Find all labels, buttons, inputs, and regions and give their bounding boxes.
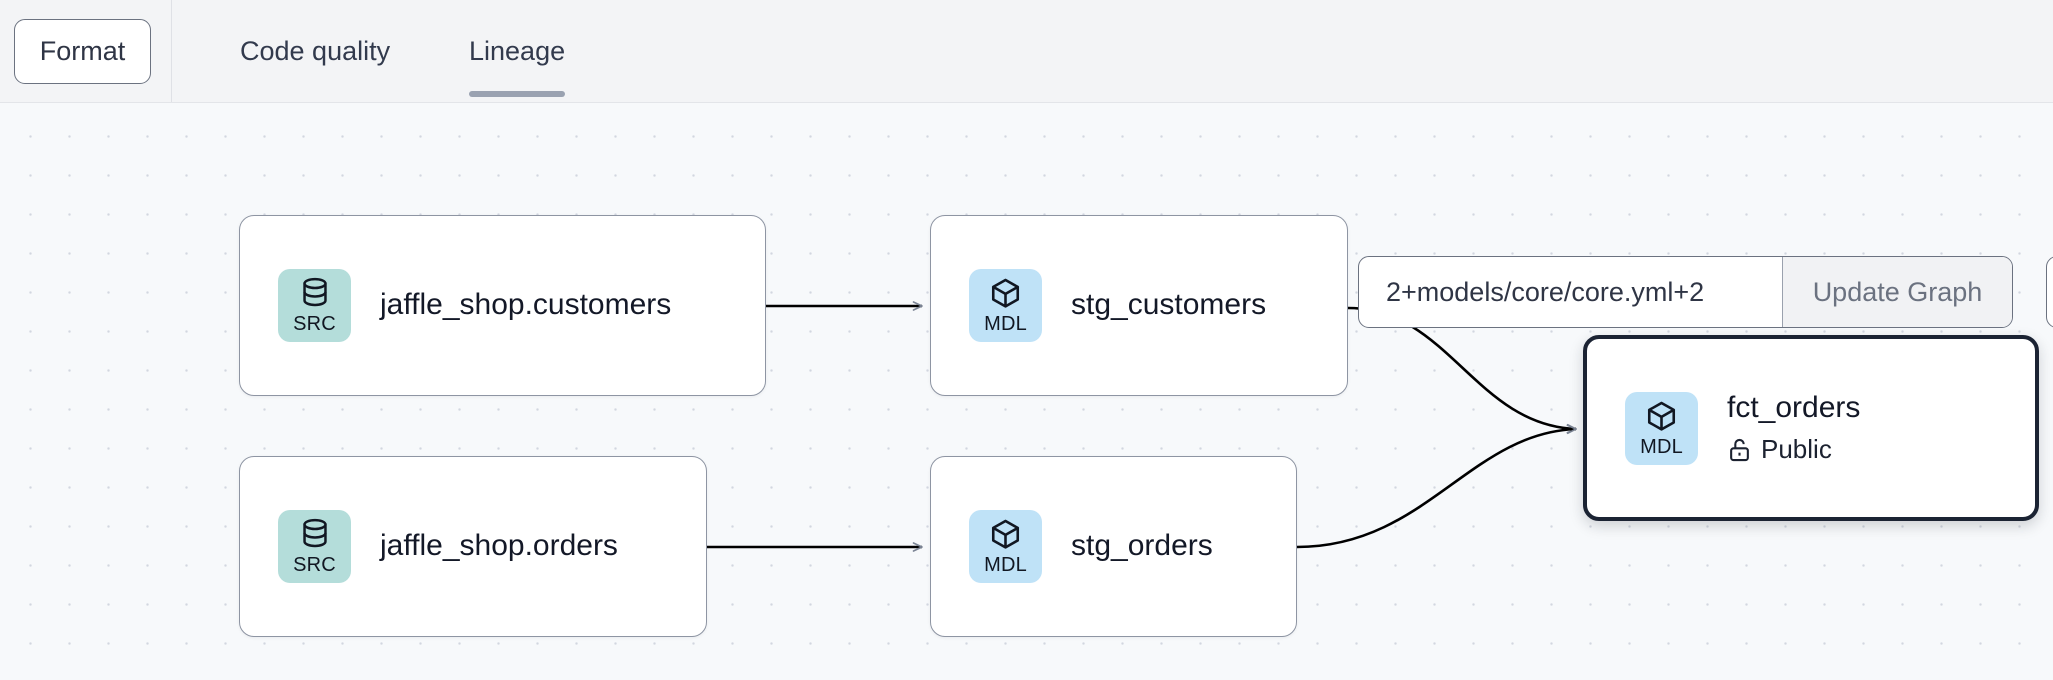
tab-code-quality-label: Code quality <box>240 35 391 66</box>
graph-selector-toolbar: Update Graph <box>1358 256 2013 328</box>
node-title: stg_orders <box>1071 529 1213 563</box>
format-button[interactable]: Format <box>14 19 151 84</box>
node-body: jaffle_shop.orders <box>380 529 618 564</box>
node-badge-mdl: MDL <box>1625 391 1698 465</box>
node-visibility: Public <box>1727 434 1860 465</box>
node-title: stg_customers <box>1071 288 1267 322</box>
node-title: fct_orders <box>1727 391 1861 425</box>
lineage-node-jaffle-shop-customers[interactable]: SRC jaffle_shop.customers <box>239 215 766 396</box>
lineage-node-jaffle-shop-orders[interactable]: SRC jaffle_shop.orders <box>239 456 707 637</box>
cube-icon <box>991 278 1020 308</box>
lineage-node-stg-orders[interactable]: MDL stg_orders <box>930 456 1297 637</box>
lineage-node-fct-orders[interactable]: MDL fct_orders Public <box>1583 335 2039 521</box>
node-title: jaffle_shop.orders <box>380 529 618 563</box>
edge-stg-orders-to-fct-orders <box>1296 424 1577 549</box>
graph-selector-input[interactable] <box>1359 257 1782 327</box>
editor-header: Format Code quality Lineage <box>0 0 2053 103</box>
node-body: fct_orders Public <box>1727 391 1860 465</box>
database-icon <box>302 277 327 307</box>
database-icon <box>302 518 327 548</box>
node-visibility-label: Public <box>1761 433 1832 464</box>
node-badge-label: SRC <box>293 554 336 576</box>
node-badge-mdl: MDL <box>969 269 1042 342</box>
node-body: stg_customers <box>1071 288 1266 323</box>
node-badge-label: SRC <box>293 313 336 335</box>
tab-active-underline <box>469 91 566 97</box>
cube-icon <box>991 519 1020 549</box>
node-badge-src: SRC <box>278 269 351 342</box>
node-body: jaffle_shop.customers <box>380 288 671 323</box>
node-badge-label: MDL <box>984 313 1027 335</box>
lineage-node-stg-customers[interactable]: MDL stg_customers <box>930 215 1348 396</box>
node-badge-src: SRC <box>278 510 351 583</box>
node-badge-label: MDL <box>984 554 1027 576</box>
node-badge-label: MDL <box>1640 435 1683 458</box>
tab-code-quality[interactable]: Code quality <box>240 0 390 102</box>
tab-lineage[interactable]: Lineage <box>469 0 566 102</box>
unlock-icon <box>1730 438 1749 461</box>
cube-icon <box>1647 401 1676 431</box>
lineage-canvas[interactable]: SRC jaffle_shop.customers MDL stg_custom… <box>0 103 2053 680</box>
canvas-side-control[interactable] <box>2046 256 2053 328</box>
node-title: jaffle_shop.customers <box>380 288 672 322</box>
node-body: stg_orders <box>1071 529 1213 564</box>
tab-lineage-label: Lineage <box>469 35 566 66</box>
node-badge-mdl: MDL <box>969 510 1042 583</box>
format-button-zone: Format <box>0 0 172 102</box>
update-graph-button[interactable]: Update Graph <box>1782 257 2012 327</box>
